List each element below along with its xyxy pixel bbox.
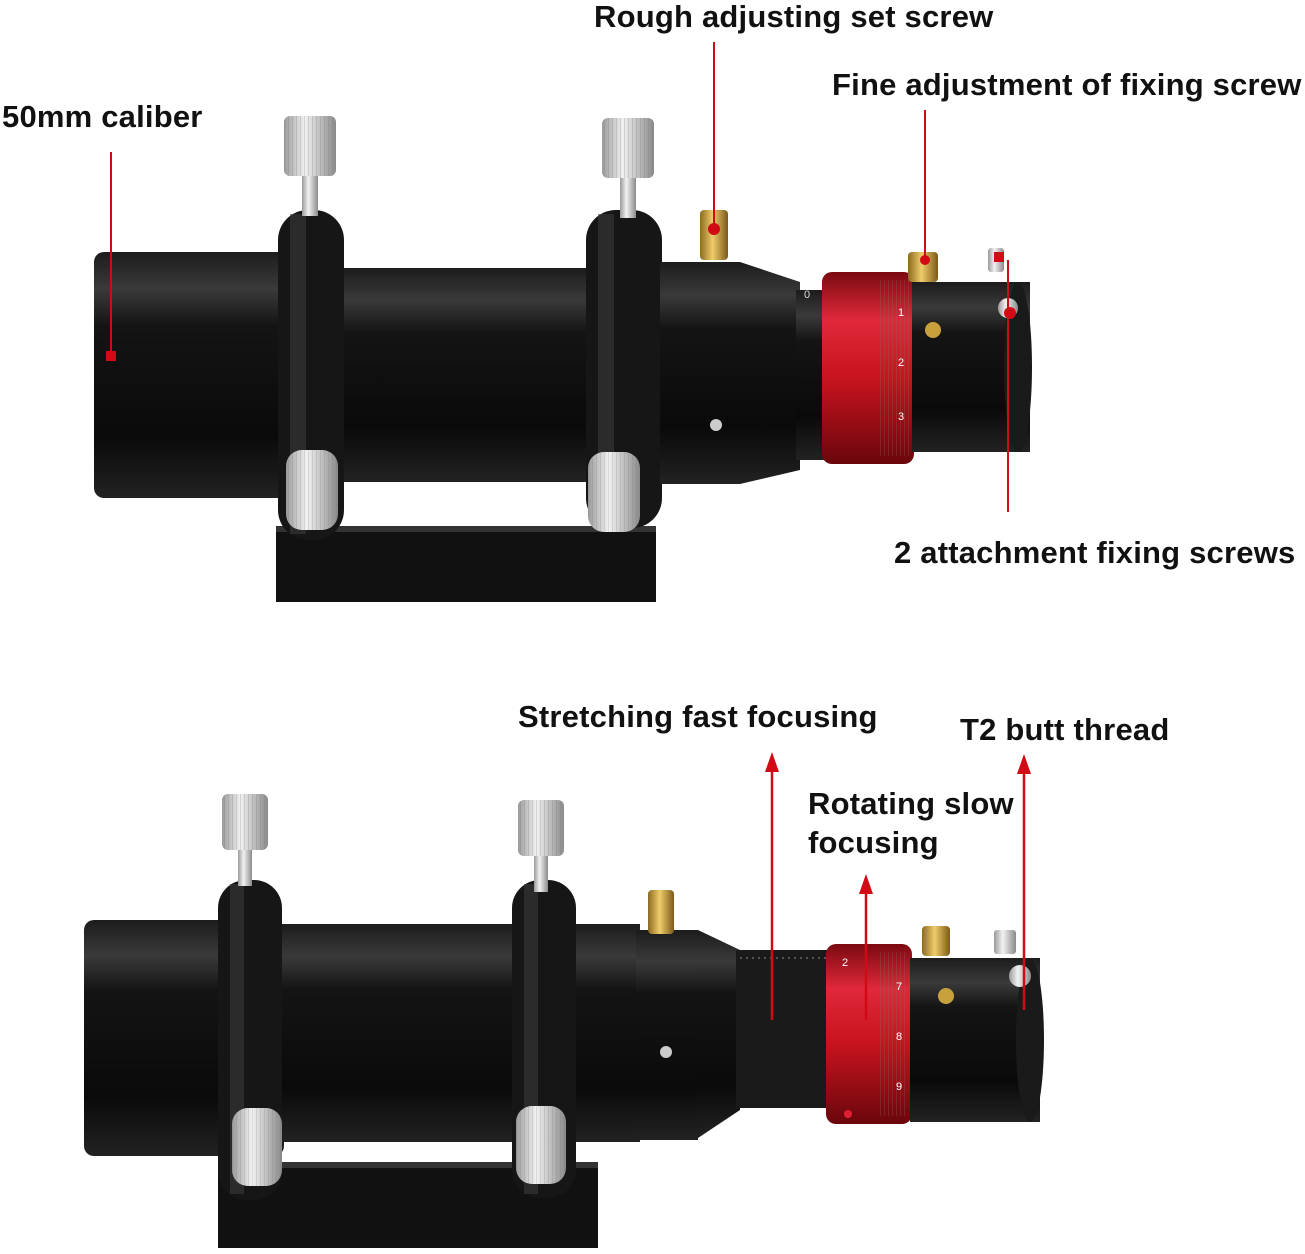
top-annotations (110, 42, 1009, 512)
red-dot-icon (1004, 307, 1016, 319)
knurled-knob-icon (222, 794, 268, 886)
taper (698, 930, 740, 1138)
bottom-scope: 2 7 8 9 (84, 794, 1044, 1248)
knurled-knob-icon (518, 800, 564, 892)
red-dot-icon (106, 351, 116, 361)
scale-digit: 1 (898, 307, 904, 319)
label-slow-focusing-line1: Rotating slow (808, 786, 1014, 821)
scale-digit: 8 (896, 1031, 902, 1043)
scale-digit: 9 (896, 1081, 902, 1093)
rough-set-screw (648, 890, 674, 934)
label-attachment-screws: 2 attachment fixing screws (894, 535, 1296, 570)
attachment-screw (994, 930, 1016, 954)
knurled-knob-icon (602, 118, 654, 218)
scale-digit: 2 (842, 957, 848, 969)
knurled-knob-icon (588, 452, 640, 532)
up-arrow-icon (859, 874, 873, 894)
dovetail-base (276, 526, 656, 602)
scale-digit: 3 (898, 411, 904, 423)
fine-fixing-screw (908, 252, 938, 282)
red-dot-icon (708, 223, 720, 235)
attachment-screw (1009, 965, 1031, 987)
main-tube (280, 924, 640, 1142)
bottom-annotations (765, 752, 1031, 1020)
label-rough-set-screw: Rough adjusting set screw (594, 0, 994, 34)
label-t2-thread: T2 butt thread (960, 712, 1170, 747)
top-scope: 0 1 2 3 (94, 116, 1032, 602)
scale-digit: 0 (804, 289, 810, 301)
knurled-knob-icon (284, 116, 336, 216)
label-fast-focusing: Stretching fast focusing (518, 699, 878, 734)
knurled-knob-icon (286, 450, 338, 530)
label-fine-fixing-screw: Fine adjustment of fixing screw (832, 67, 1302, 102)
drawtube-extension (736, 950, 832, 1108)
taper (740, 262, 800, 484)
knurled-knob-icon (232, 1108, 282, 1186)
main-tube (300, 268, 600, 482)
scale-digit: 7 (896, 981, 902, 993)
rear-body (636, 930, 698, 1140)
knurled-knob-icon (516, 1106, 566, 1184)
objective-tube (94, 252, 304, 498)
scale-digit: 2 (898, 357, 904, 369)
label-caliber: 50mm caliber (2, 99, 203, 134)
fine-fixing-screw (922, 926, 950, 956)
label-slow-focusing-line2: focusing (808, 825, 939, 860)
red-dot-icon (920, 255, 930, 265)
up-arrow-icon (765, 752, 779, 772)
red-dot-icon (994, 252, 1004, 262)
rear-body (660, 262, 740, 484)
up-arrow-icon (1017, 754, 1031, 774)
